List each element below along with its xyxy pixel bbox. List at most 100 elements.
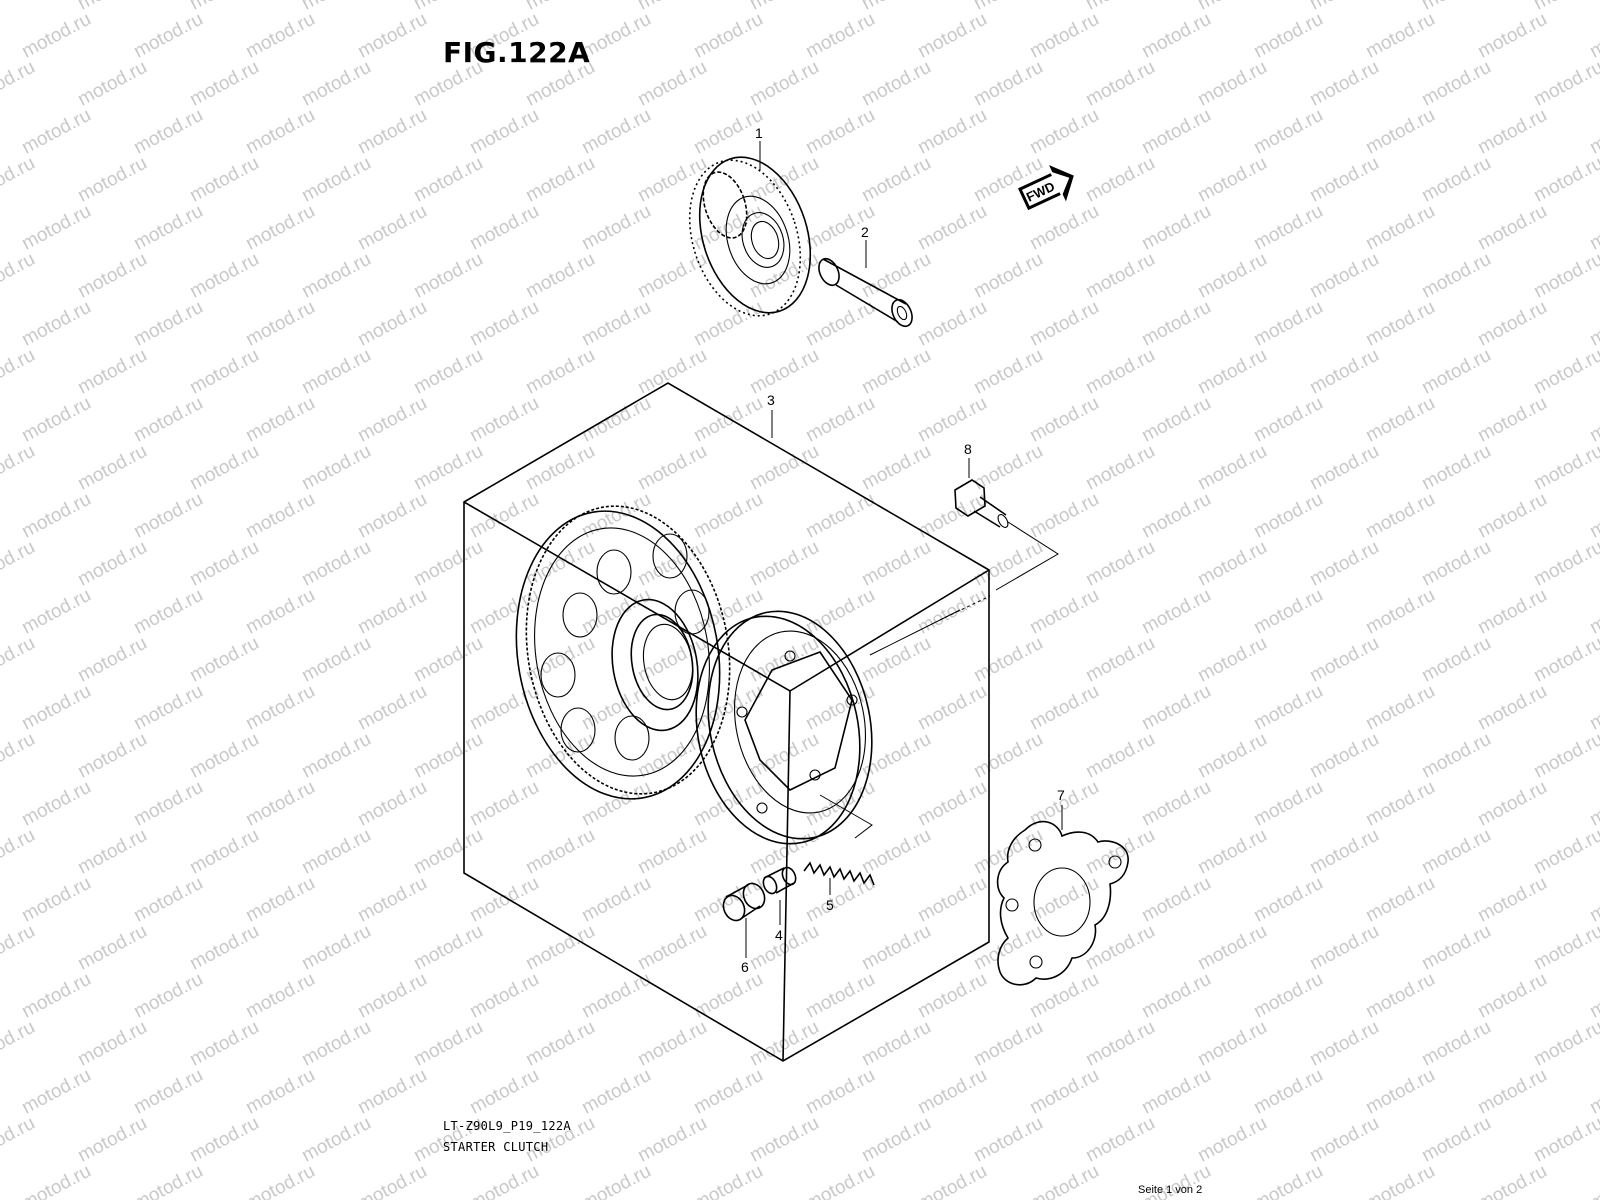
watermark-text: motod.ru [1026, 489, 1102, 543]
watermark-text: motod.ru [298, 57, 374, 111]
watermark-text: motod.ru [578, 105, 654, 159]
watermark-text: motod.ru [18, 1161, 94, 1200]
watermark-text: motod.ru [130, 297, 206, 351]
watermark-text: motod.ru [0, 729, 39, 783]
watermark-text: motod.ru [578, 489, 654, 543]
watermark-text: motod.ru [186, 633, 262, 687]
watermark-text: motod.ru [914, 1161, 990, 1200]
watermark-text: motod.ru [522, 921, 598, 975]
watermark-text: motod.ru [0, 633, 39, 687]
watermark-text: motod.ru [74, 729, 150, 783]
watermark-text: motod.ru [74, 57, 150, 111]
watermark-text: motod.ru [690, 873, 766, 927]
watermark-text: motod.ru [1082, 153, 1158, 207]
watermark-text: motod.ru [74, 345, 150, 399]
watermark-text: motod.ru [242, 681, 318, 735]
watermark-text: motod.ru [1474, 297, 1550, 351]
watermark-text: motod.ru [1474, 393, 1550, 447]
watermark-text: motod.ru [466, 201, 542, 255]
callout-3: 3 [767, 392, 775, 408]
watermark-text: motod.ru [522, 345, 598, 399]
watermark-text: motod.ru [522, 153, 598, 207]
watermark-text: motod.ru [186, 537, 262, 591]
watermark-text: motod.ru [1530, 441, 1600, 495]
watermark-text: motod.ru [298, 633, 374, 687]
watermark-text: motod.ru [1138, 489, 1214, 543]
watermark-text: motod.ru [18, 777, 94, 831]
callout-1: 1 [755, 125, 763, 141]
watermark-text: motod.ru [74, 441, 150, 495]
watermark-text: motod.ru [1138, 681, 1214, 735]
watermark-text: motod.ru [1474, 9, 1550, 63]
watermark-text: motod.ru [354, 969, 430, 1023]
part-8-bolt [954, 479, 1009, 528]
watermark-text: motod.ru [242, 105, 318, 159]
watermark-text: motod.ru [1530, 249, 1600, 303]
watermark-text: motod.ru [858, 441, 934, 495]
watermark-text: motod.ru [466, 297, 542, 351]
watermark-text: motod.ru [1530, 825, 1600, 879]
watermark-text: motod.ru [410, 729, 486, 783]
watermark-text: motod.ru [130, 585, 206, 639]
watermark-text: motod.ru [298, 153, 374, 207]
watermark-text: motod.ru [970, 345, 1046, 399]
watermark-text: motod.ru [18, 297, 94, 351]
watermark-text: motod.ru [130, 489, 206, 543]
watermark-text: motod.ru [634, 249, 710, 303]
watermark-text: motod.ru [522, 729, 598, 783]
watermark-text: motod.ru [298, 249, 374, 303]
fwd-arrow-icon: FWD [1017, 165, 1074, 211]
watermark-text: motod.ru [18, 585, 94, 639]
watermark-text: motod.ru [522, 633, 598, 687]
watermark-text: motod.ru [634, 441, 710, 495]
watermark-text: motod.ru [914, 969, 990, 1023]
watermark-text: motod.ru [1306, 1113, 1382, 1167]
watermark-text: motod.ru [1082, 921, 1158, 975]
watermark-text: motod.ru [1306, 537, 1382, 591]
watermark-text: motod.ru [522, 249, 598, 303]
watermark-text: motod.ru [466, 105, 542, 159]
watermark-text: motod.ru [1194, 825, 1270, 879]
watermark-text: motod.ru [242, 9, 318, 63]
watermark-text: motod.ru [466, 1161, 542, 1200]
part-1-idle-gear [688, 156, 812, 317]
watermark-text: motod.ru [578, 777, 654, 831]
watermark-text: motod.ru [242, 297, 318, 351]
watermark-text: motod.ru [1586, 9, 1600, 63]
watermark-text: motod.ru [1306, 153, 1382, 207]
watermark-text: motod.ru [1586, 969, 1600, 1023]
watermark-text: motod.ru [242, 1065, 318, 1119]
watermark-text: motod.ru [1586, 489, 1600, 543]
watermark-text: motod.ru [466, 777, 542, 831]
watermark-text: motod.ru [18, 9, 94, 63]
watermark-text: motod.ru [1306, 57, 1382, 111]
watermark-text: motod.ru [1194, 921, 1270, 975]
watermark-text: motod.ru [466, 1065, 542, 1119]
watermark-text: motod.ru [1250, 777, 1326, 831]
watermark-text: motod.ru [746, 537, 822, 591]
watermark-text: motod.ru [1362, 9, 1438, 63]
watermark-text: motod.ru [1250, 105, 1326, 159]
watermark-text: motod.ru [1026, 105, 1102, 159]
watermark-text: motod.ru [1306, 345, 1382, 399]
watermark-text: motod.ru [410, 537, 486, 591]
watermark-text: motod.ru [354, 9, 430, 63]
watermark-text: motod.ru [298, 729, 374, 783]
watermark-text: motod.ru [354, 297, 430, 351]
watermark-text: motod.ru [858, 1113, 934, 1167]
watermark-text: motod.ru [1250, 1065, 1326, 1119]
watermark-text: motod.ru [0, 0, 39, 14]
part-6-roller [722, 882, 766, 922]
watermark-text: motod.ru [858, 921, 934, 975]
watermark-text: motod.ru [1250, 9, 1326, 63]
watermark-text: motod.ru [242, 1161, 318, 1200]
watermark-text: motod.ru [242, 873, 318, 927]
watermark-text: motod.ru [1194, 57, 1270, 111]
watermark-text: motod.ru [186, 729, 262, 783]
watermark-text: motod.ru [858, 345, 934, 399]
watermark-text: motod.ru [0, 249, 39, 303]
watermark-text: motod.ru [1586, 393, 1600, 447]
one-way-clutch-body [695, 610, 873, 845]
watermark-text: motod.ru [1418, 441, 1494, 495]
